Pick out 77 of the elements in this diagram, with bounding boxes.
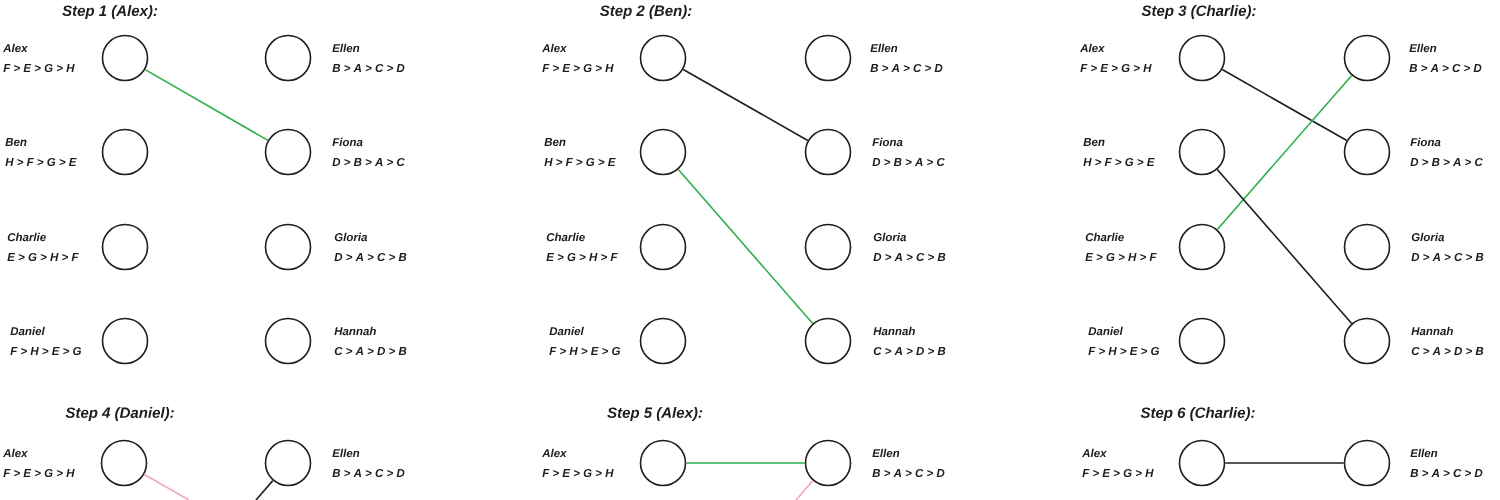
person-name: Ben	[1083, 138, 1105, 146]
person-name: Fiona	[332, 137, 363, 147]
preference-list: E > G > H > F	[546, 252, 618, 262]
preference-list: F > E > G > H	[1080, 63, 1152, 73]
preference-list: C > A > D > B	[1411, 346, 1484, 356]
person-name: Daniel	[549, 326, 584, 336]
person-name: Gloria	[1411, 232, 1445, 242]
person-name: Alex	[1081, 448, 1107, 458]
preference-list: F > E > G > H	[1082, 468, 1154, 478]
connector-line	[1224, 462, 1345, 464]
person-name: Daniel	[1088, 326, 1123, 336]
connector-line	[677, 168, 814, 325]
person-name: Hannah	[1411, 326, 1453, 336]
connector-line	[685, 462, 806, 464]
person-name: Hannah	[334, 326, 376, 336]
person-name: Gloria	[873, 232, 907, 242]
preference-list: B > A > C > D	[870, 63, 943, 73]
person-name: Charlie	[1085, 232, 1124, 242]
preference-list: C > A > D > B	[873, 346, 946, 356]
preference-list: F > E > G > H	[542, 63, 614, 73]
step-title: Step 5 (Alex):	[607, 407, 703, 421]
preference-list: D > A > C > B	[334, 252, 407, 262]
person-name: Ellen	[332, 448, 360, 458]
preference-list: D > B > A > C	[332, 157, 405, 167]
connector-line	[143, 473, 190, 500]
preference-list: D > A > C > B	[873, 252, 946, 262]
step-title: Step 3 (Charlie):	[1141, 5, 1256, 19]
person-name: Charlie	[7, 232, 46, 242]
person-name: Alex	[542, 43, 567, 53]
preference-list: E > G > H > F	[7, 252, 79, 262]
connector-line	[1221, 68, 1348, 142]
person-name: Gloria	[334, 232, 368, 242]
preference-list: B > A > C > D	[332, 63, 405, 73]
person-name: Ellen	[870, 43, 898, 53]
preference-list: H > F > G > E	[5, 157, 77, 167]
person-name: Alex	[3, 448, 28, 458]
person-name: Alex	[542, 448, 567, 458]
preference-list: C > A > D > B	[334, 346, 407, 356]
step-title: Step 2 (Ben):	[599, 5, 692, 19]
preference-list: D > A > C > B	[1411, 252, 1484, 262]
connector-line	[144, 68, 269, 142]
person-name: Alex	[3, 43, 28, 53]
connector-line	[795, 479, 814, 500]
person-name: Ben	[5, 138, 27, 146]
preference-list: F > E > G > H	[542, 468, 614, 478]
person-name: Ellen	[1409, 43, 1437, 53]
preference-list: B > A > C > D	[1409, 63, 1482, 73]
person-name: Daniel	[10, 326, 45, 336]
person-name: Fiona	[872, 137, 903, 147]
preference-list: F > E > G > H	[3, 468, 75, 478]
preference-list: H > F > G > E	[544, 157, 616, 167]
preference-list: D > B > A > C	[1410, 157, 1483, 167]
connector-line	[1216, 168, 1353, 325]
preference-list: F > H > E > G	[10, 346, 82, 356]
connector-line	[1216, 74, 1353, 231]
preference-list: B > A > C > D	[872, 468, 945, 478]
preference-list: F > H > E > G	[549, 346, 621, 356]
step-title: Step 1 (Alex):	[62, 5, 158, 19]
person-name: Ellen	[1410, 448, 1438, 458]
person-name: Ellen	[872, 448, 900, 458]
preference-list: B > A > C > D	[1410, 468, 1483, 478]
person-name: Hannah	[873, 326, 915, 336]
preference-list: F > H > E > G	[1088, 346, 1160, 356]
person-name: Fiona	[1410, 137, 1441, 147]
person-name: Charlie	[546, 232, 585, 242]
connector-line	[255, 479, 274, 500]
preference-list: E > G > H > F	[1085, 252, 1157, 262]
connector-line	[682, 68, 809, 142]
preference-list: B > A > C > D	[332, 468, 405, 478]
person-name: Alex	[1079, 43, 1105, 53]
preference-list: F > E > G > H	[3, 63, 75, 73]
step-title: Step 6 (Charlie):	[1140, 407, 1255, 421]
person-name: Ellen	[332, 43, 360, 53]
person-name: Ben	[544, 138, 566, 146]
preference-list: H > F > G > E	[1083, 157, 1155, 167]
preference-list: D > B > A > C	[872, 157, 945, 167]
step-title: Step 4 (Daniel):	[65, 407, 174, 421]
